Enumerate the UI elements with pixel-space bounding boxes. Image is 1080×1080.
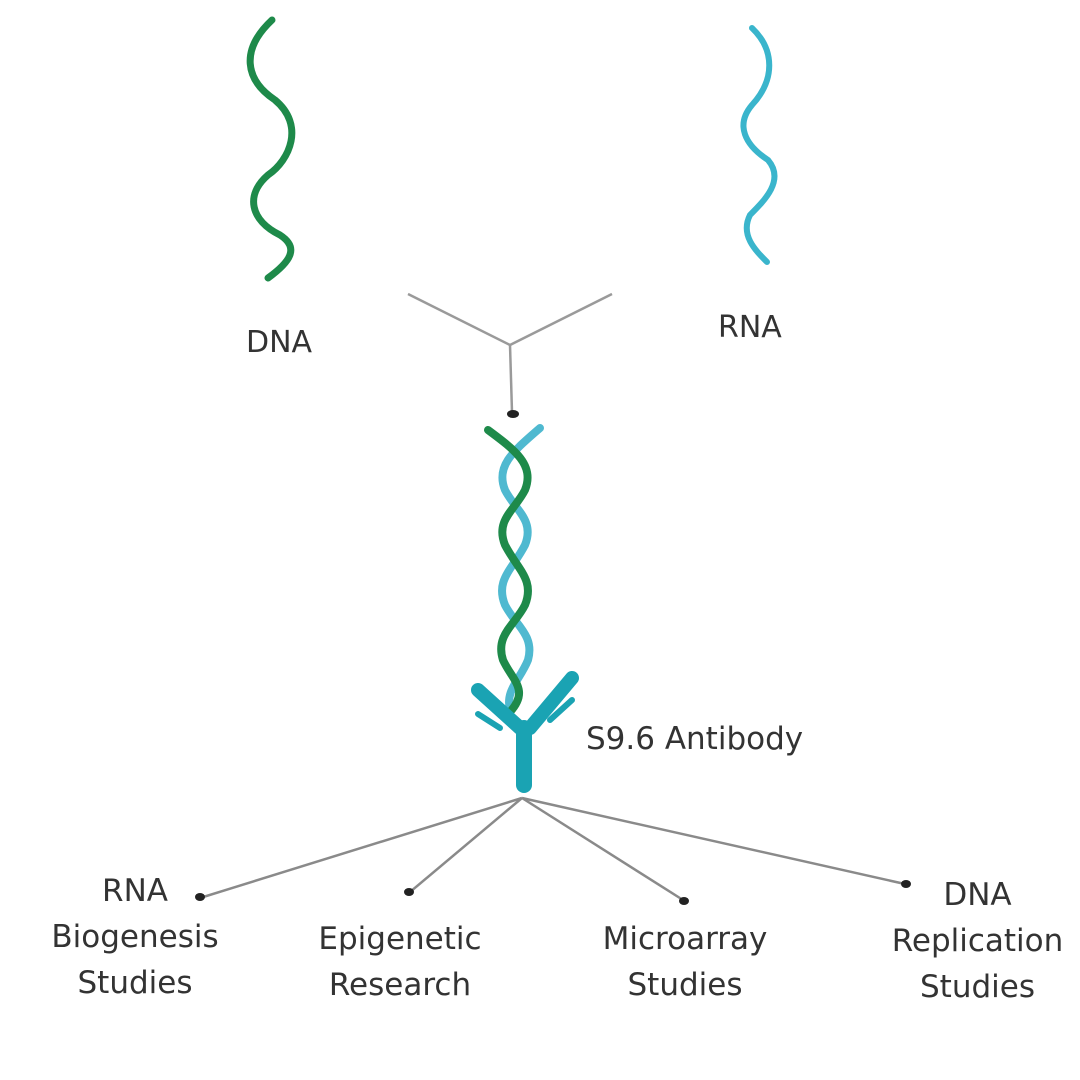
arrowhead-icon — [901, 880, 911, 888]
application-line: Biogenesis — [51, 919, 219, 955]
application-line: Studies — [920, 969, 1035, 1005]
dna-strand-icon — [246, 16, 296, 282]
hybrid-helix-icon — [484, 424, 544, 716]
rna-label: RNA — [718, 310, 782, 345]
branch-arrows — [199, 796, 906, 902]
antibody-label: S9.6 Antibody — [586, 721, 804, 757]
arrowhead-icon — [507, 410, 519, 418]
rna-strand-icon — [740, 25, 778, 265]
application-line: Microarray — [602, 921, 768, 957]
application-rna-biogenesis: RNA Biogenesis Studies — [40, 868, 230, 1006]
application-line: DNA — [943, 877, 1012, 913]
application-microarray-studies: Microarray Studies — [590, 916, 780, 1008]
arrowhead-icon — [679, 897, 689, 905]
application-line: RNA — [102, 873, 168, 909]
merge-arrow-icon — [407, 292, 613, 413]
application-line: Research — [328, 967, 472, 1003]
application-line: Epigenetic — [318, 921, 482, 957]
application-line: Studies — [77, 965, 193, 1001]
application-line: Replication — [891, 923, 1064, 959]
dna-label: DNA — [246, 325, 313, 360]
application-epigenetic-research: Epigenetic Research — [305, 916, 495, 1008]
application-line: Studies — [627, 967, 743, 1003]
arrowhead-icon — [404, 888, 414, 896]
arrowhead-icon — [195, 893, 205, 901]
antibody-icon — [471, 671, 579, 793]
application-dna-replication: DNA Replication Studies — [880, 872, 1075, 1010]
